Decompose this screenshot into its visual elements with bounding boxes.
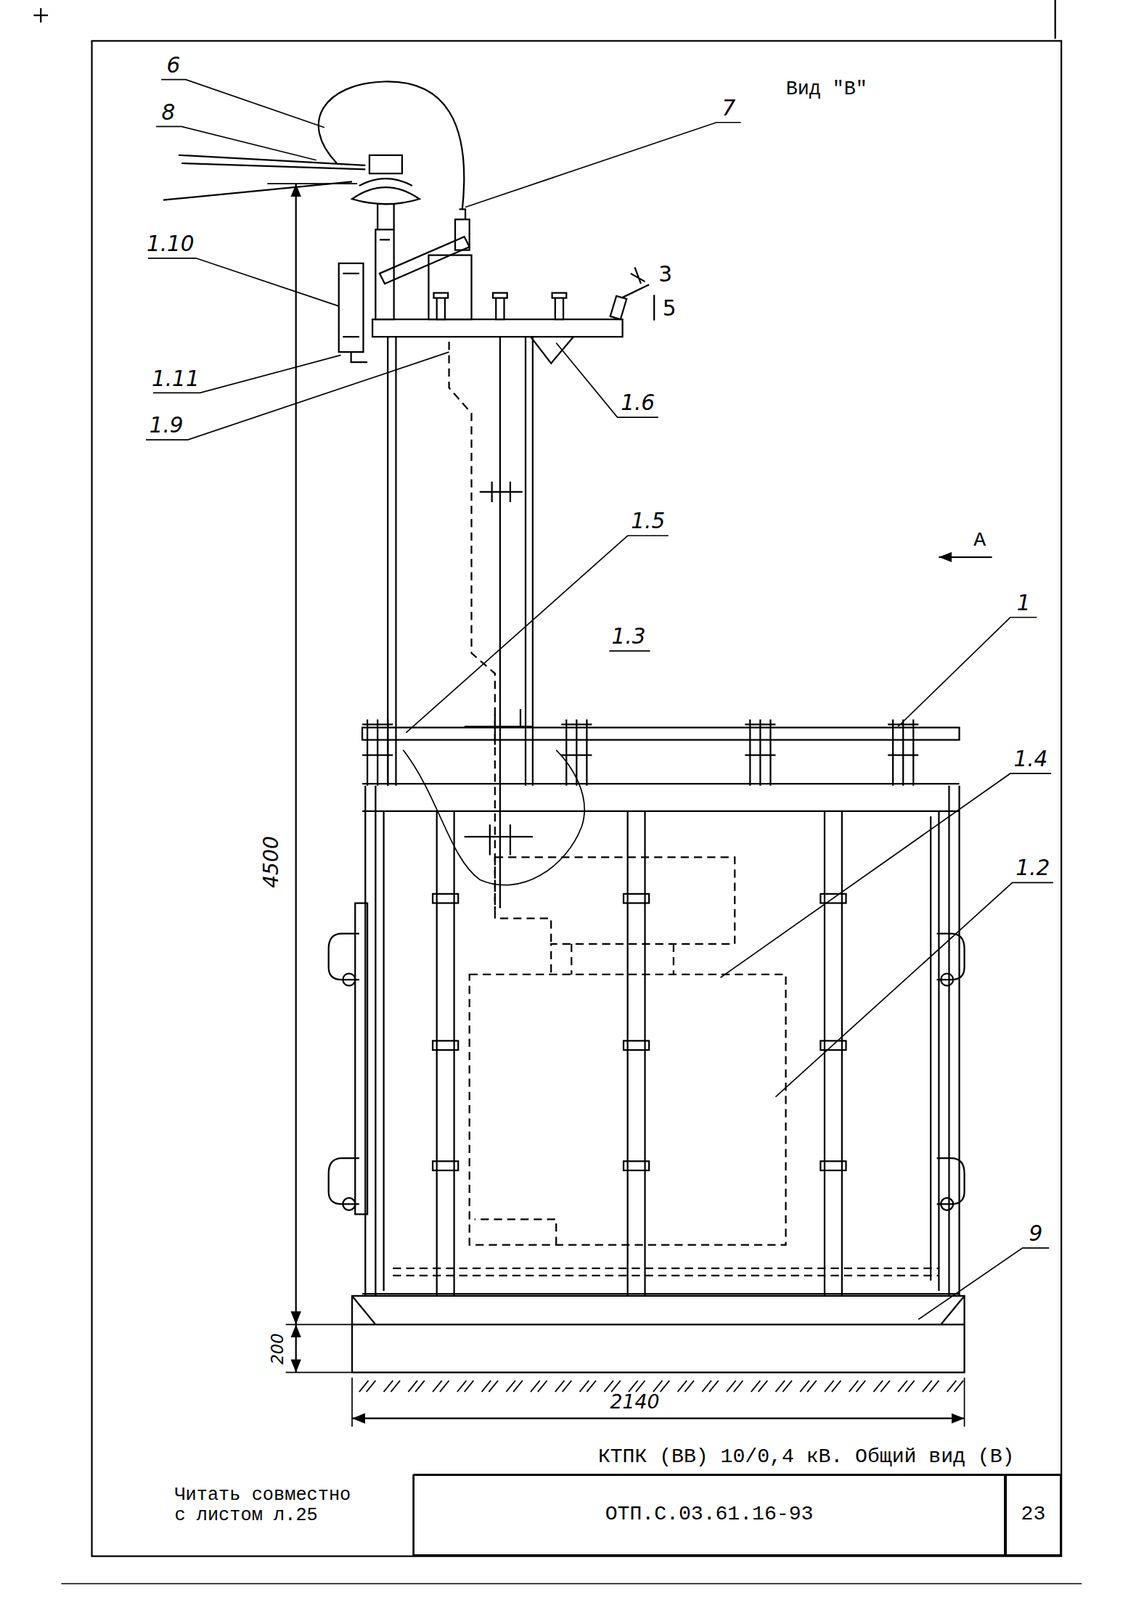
pipe-clamp [432, 1040, 459, 1051]
handle-hinge [940, 974, 954, 987]
leader-lines [145, 79, 1054, 1321]
callout-number: 6 [166, 53, 181, 77]
ground-hatch-mark [677, 1381, 694, 1393]
line-wires [163, 155, 366, 201]
arrester [610, 267, 649, 320]
ground-hatch-mark [359, 1381, 376, 1393]
ground-hatch-mark [555, 1381, 572, 1393]
view-label: Вид "В" [786, 79, 868, 101]
ground-hatch-mark [457, 1381, 474, 1393]
ground-hatch-mark [751, 1381, 768, 1393]
hidden-rails [392, 1268, 939, 1277]
cable-hidden [449, 341, 496, 911]
handle-hinge [342, 974, 355, 987]
dimension: 2140 [609, 1391, 660, 1413]
ground-hatch-mark [481, 1381, 498, 1393]
ground-hatch-mark [407, 1381, 424, 1393]
ground-hatch [359, 1381, 964, 1393]
pipe-clamps [432, 894, 846, 1171]
handle-hinge [940, 1198, 954, 1211]
pipe-clamp [623, 1040, 649, 1051]
ground-hatch-mark [628, 1381, 645, 1393]
jumper-cable [318, 81, 464, 210]
pin-insulator [352, 155, 420, 231]
pipe-clamp [820, 1161, 846, 1171]
title-block-text: 23 [1021, 1504, 1047, 1527]
ground-hatch-mark [383, 1381, 400, 1393]
callout-number: 9 [1029, 1221, 1044, 1245]
title-block-text: ОТП.С.03.61.16-93 [605, 1504, 814, 1527]
break-line [402, 750, 585, 886]
dimension: 4500 [259, 836, 283, 889]
pipe-clamp [820, 894, 846, 904]
ground-hatch-mark [505, 1381, 522, 1393]
title-block-cell: 23 [1005, 1475, 1062, 1557]
ground-hatch-mark [530, 1381, 547, 1393]
sheet-edge [60, 1583, 1082, 1585]
ground-hatch-mark [579, 1381, 596, 1393]
ground-hatch-mark [432, 1381, 449, 1393]
callout-number: 1 [1016, 591, 1031, 615]
callout-number: 1.10 [146, 232, 195, 256]
view-direction-arrow [938, 556, 992, 559]
transformer-hidden [469, 857, 787, 1245]
dimension-line [295, 1324, 297, 1373]
drawing-frame [33, 0, 1062, 1558]
pipe-clamp [623, 894, 649, 904]
callout-number: 1.9 [149, 413, 184, 437]
callout-number: 1.6 [620, 391, 655, 415]
callout-number: 3 [658, 262, 673, 286]
pipe-clamp [623, 1161, 649, 1171]
callout-number: 1.3 [611, 624, 647, 649]
door-handles [328, 816, 965, 1282]
ground-hatch-mark [799, 1381, 816, 1393]
ground-hatch-mark [849, 1381, 866, 1393]
dimension: 200 [268, 1333, 287, 1365]
pipe-clamp [432, 1161, 459, 1171]
cabinet-rails [362, 728, 959, 1295]
ground-hatch-mark [653, 1381, 670, 1393]
callout-number: 1.5 [630, 509, 665, 533]
cable-terminal [455, 209, 470, 250]
pipe-clamp [432, 894, 459, 904]
callout-number: 5 [662, 296, 677, 320]
ground-hatch-mark [897, 1381, 914, 1393]
cable-pipes [436, 811, 843, 1297]
pole [387, 336, 533, 787]
rail-clamps [362, 719, 919, 786]
title-block-cell: ОТП.С.03.61.16-93 [413, 1475, 1005, 1557]
dimension-line [352, 1418, 965, 1420]
disconnector-drive [338, 229, 472, 363]
view-direction-label: А [973, 529, 986, 553]
callout-number: 7 [721, 96, 736, 120]
cabinet-posts [365, 786, 959, 1297]
ground-hatch-mark [701, 1381, 718, 1393]
ground-hatch-mark [873, 1381, 890, 1393]
extension-line [267, 183, 964, 1428]
dimension-line [295, 183, 297, 1325]
foundation [352, 1296, 965, 1373]
ground-hatch-mark [726, 1381, 743, 1393]
label-bar [653, 294, 655, 321]
insulators [434, 293, 567, 321]
sheet-title: КТПК (ВВ) 10/0,4 кВ. Общий вид (В) [598, 1445, 1015, 1469]
ground-hatch-mark [824, 1381, 841, 1393]
ground-hatch-mark [775, 1381, 792, 1393]
callout-number: 1.2 [1015, 856, 1050, 880]
crossarm [372, 319, 623, 363]
callout-number: 8 [161, 100, 176, 124]
pipe-clamp [820, 1040, 846, 1051]
note: Читать совместно с листом л.25 [174, 1485, 361, 1527]
title-block-lines [413, 1475, 1062, 1558]
handle-hinge [342, 1198, 355, 1211]
callout-number: 1.11 [151, 366, 200, 390]
ground-hatch-mark [947, 1381, 964, 1393]
drive-shaft [464, 336, 533, 909]
ground-hatch-mark [922, 1381, 939, 1393]
callout-number: 1.4 [1013, 747, 1048, 771]
ground-hatch-mark [603, 1381, 620, 1393]
